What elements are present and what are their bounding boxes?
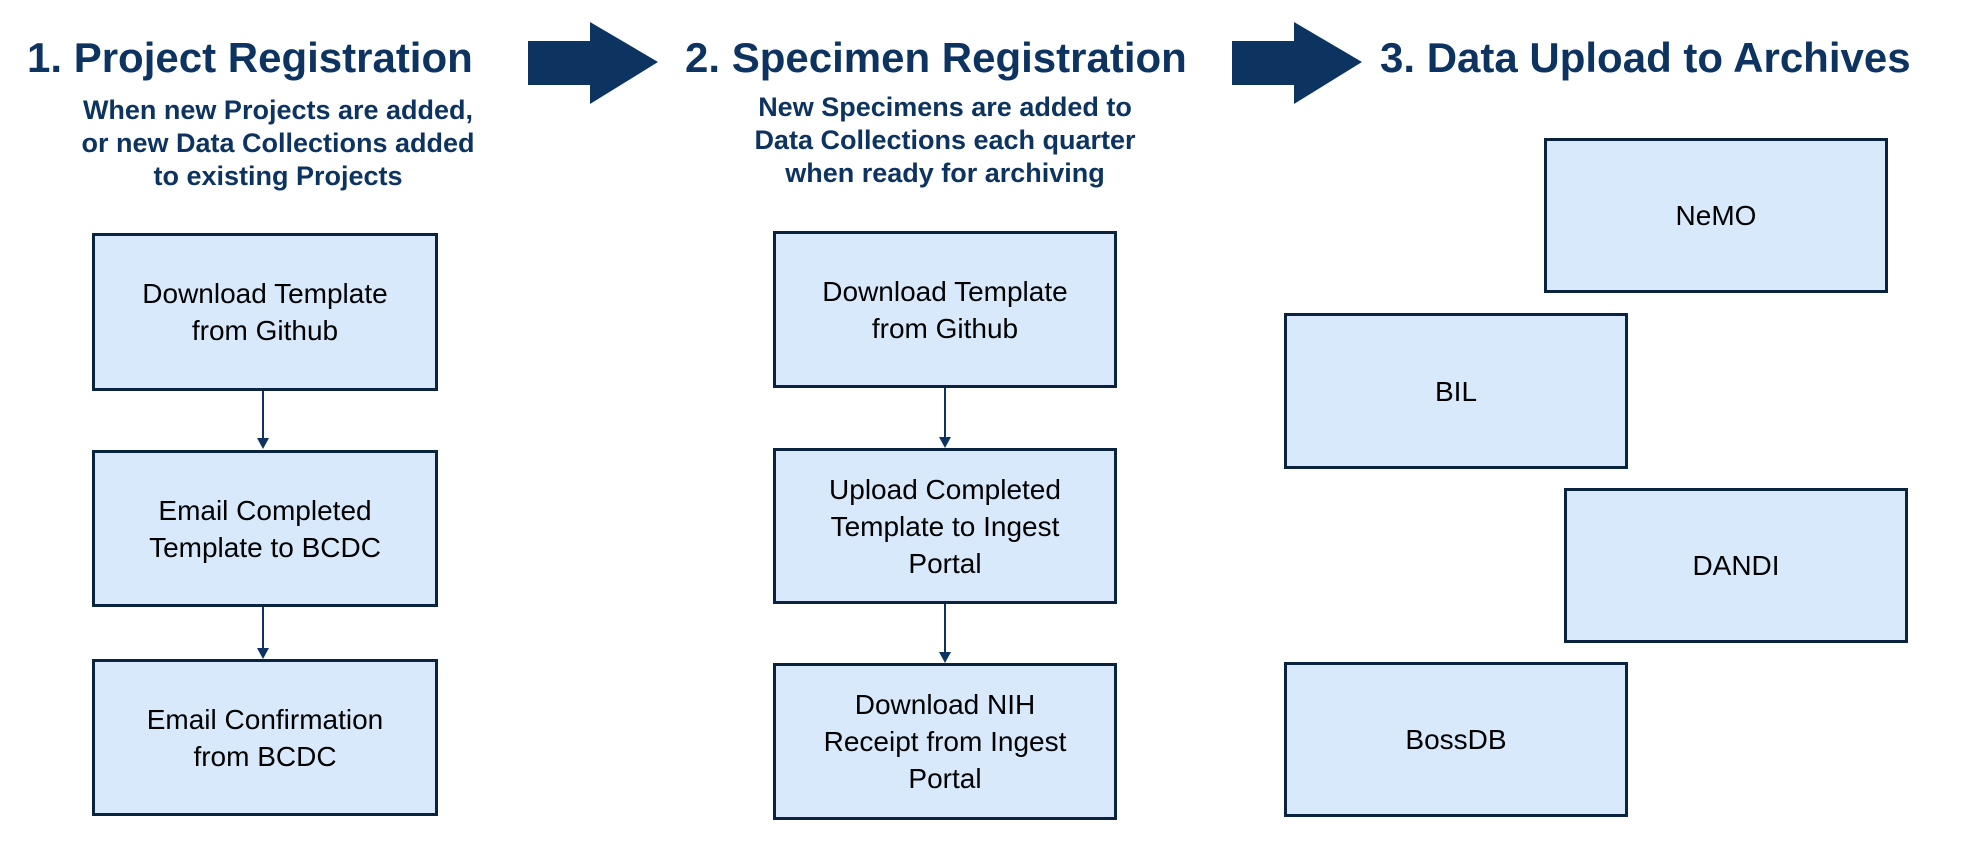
step-1-box-email-confirmation: Email Confirmation from BCDC	[92, 659, 438, 816]
connector-arrow	[939, 604, 951, 663]
archive-bil: BIL	[1284, 313, 1628, 469]
step-2-box-download-template: Download Template from Github	[773, 231, 1117, 388]
step-3-title: 3. Data Upload to Archives	[1380, 34, 1911, 81]
connector-arrow	[257, 391, 269, 449]
connector-arrow	[939, 388, 951, 448]
archive-nemo: NeMO	[1544, 138, 1888, 293]
archive-bossdb: BossDB	[1284, 662, 1628, 817]
step-2-title: 2. Specimen Registration	[685, 34, 1187, 81]
step-1-box-email-completed-template: Email Completed Template to BCDC	[92, 450, 438, 607]
step-1-title: 1. Project Registration	[27, 34, 473, 81]
step-arrow-1-to-2	[528, 22, 658, 104]
step-2-subtitle: New Specimens are added to Data Collecti…	[754, 92, 1136, 188]
connector-arrow	[257, 607, 269, 659]
step-2-box-upload-completed-template: Upload Completed Template to Ingest Port…	[773, 448, 1117, 604]
step-1-box-download-template: Download Template from Github	[92, 233, 438, 391]
step-arrow-2-to-3	[1232, 22, 1362, 104]
step-2-box-download-nih-receipt: Download NIH Receipt from Ingest Portal	[773, 663, 1117, 820]
step-1-subtitle: When new Projects are added, or new Data…	[81, 95, 475, 191]
archive-dandi: DANDI	[1564, 488, 1908, 643]
